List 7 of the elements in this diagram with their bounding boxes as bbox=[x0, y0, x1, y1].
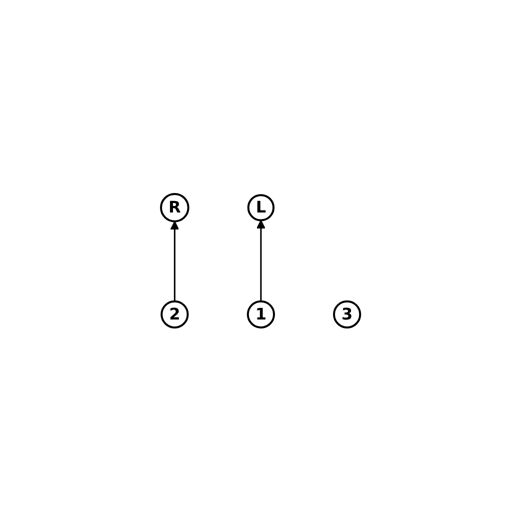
arrow bbox=[170, 221, 180, 302]
node-circle: 3 bbox=[333, 300, 362, 329]
node-circle: R bbox=[160, 193, 190, 223]
node-circle: 2 bbox=[161, 300, 190, 329]
node-circle: 1 bbox=[247, 300, 276, 329]
node-circle: L bbox=[248, 194, 275, 222]
arrow bbox=[256, 220, 266, 302]
